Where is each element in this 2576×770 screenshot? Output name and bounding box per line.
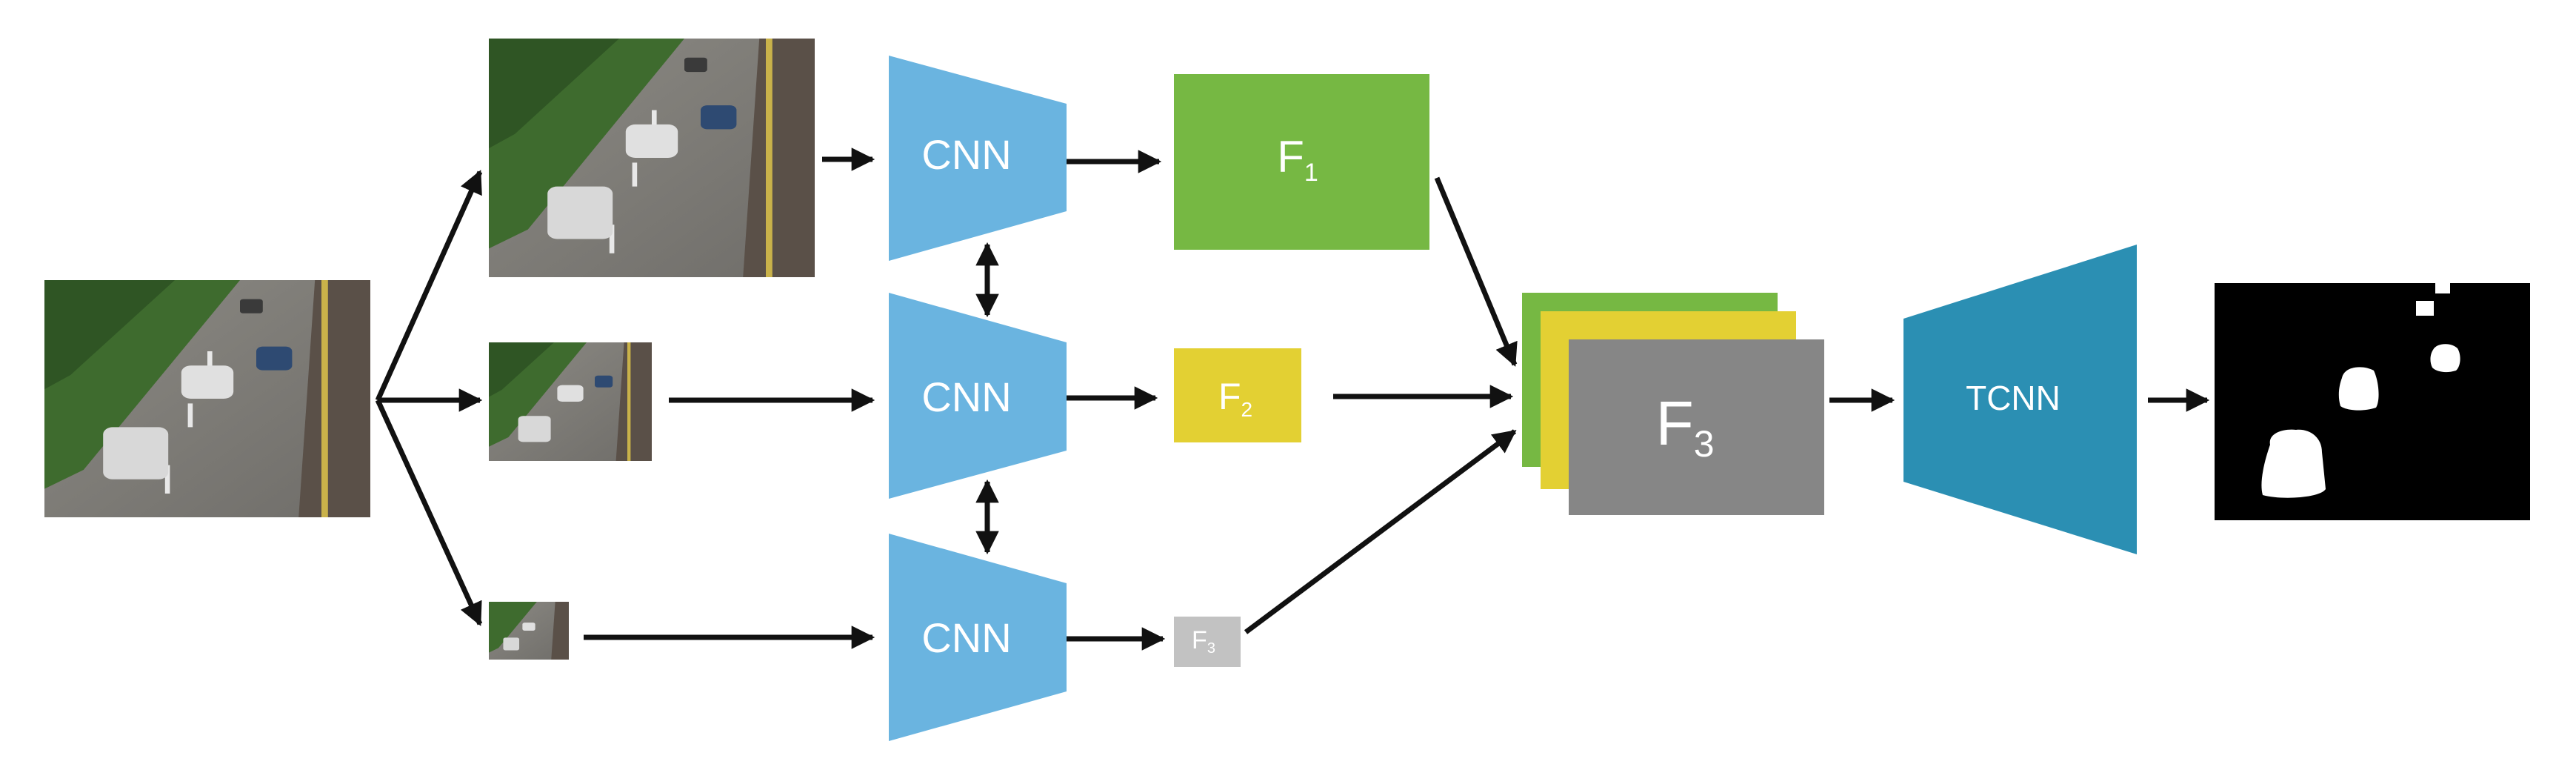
svg-text:F3: F3 [1192,626,1215,657]
stacked-features: F3 [1522,293,1824,515]
cnn-label: CNN [921,374,1011,420]
feature-subscript: 3 [1207,640,1215,657]
input-frame [44,280,370,517]
svg-text:F1: F1 [1277,132,1318,187]
stack-layer-gray [1569,339,1824,515]
scaled-frame-medium [489,342,652,461]
cnn-block-3: CNN [889,534,1067,741]
arrows [375,147,2210,651]
stack-subscript: 3 [1694,423,1715,465]
cnn-block-1: CNN [889,56,1067,261]
feature-subscript: 1 [1304,159,1318,187]
cnn-label: CNN [921,131,1011,178]
stack-label: F [1655,388,1693,458]
feature-subscript: 2 [1241,398,1252,421]
feature-map-f1: F1 [1174,74,1429,250]
svg-text:F2: F2 [1218,376,1252,421]
output-mask [2215,283,2530,520]
svg-text:F3: F3 [1655,388,1714,465]
cnn-label: CNN [921,614,1011,661]
feature-label: F [1218,376,1241,417]
tcnn-block: TCNN [1903,245,2137,554]
arrow-f3-to-stack [1244,429,1517,634]
arrow-input-to-small [375,399,483,626]
tcnn-label: TCNN [1966,379,2061,417]
arrow-f1-to-stack [1434,176,1518,367]
scaled-frame-large [489,39,815,277]
cnn-block-2: CNN [889,293,1067,499]
feature-map-f2: F2 [1174,348,1301,442]
scaled-frame-small [489,602,569,660]
arrow-input-to-large [375,170,483,402]
feature-label: F [1277,132,1304,182]
feature-map-f3: F3 [1174,617,1241,667]
feature-label: F [1192,626,1207,654]
